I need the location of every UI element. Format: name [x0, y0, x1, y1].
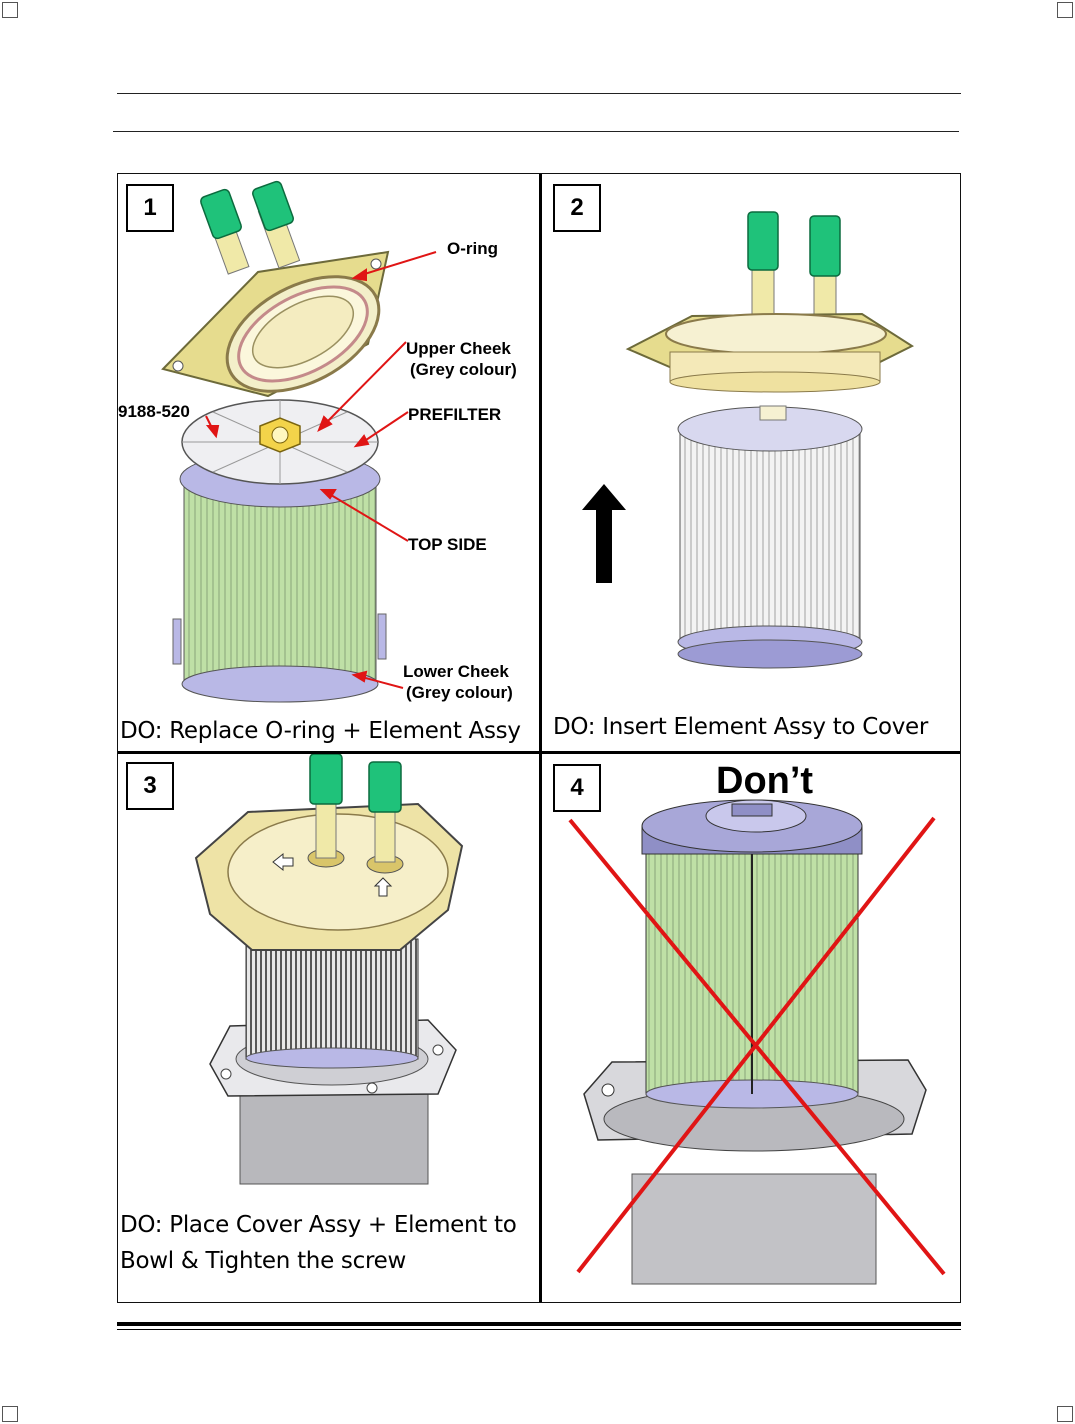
grid-divider-vertical — [539, 174, 542, 1302]
element-assembly — [677, 405, 863, 669]
label-lower-cheek-line2: (Grey colour) — [406, 683, 513, 702]
step-4-illustration — [568, 799, 946, 1285]
crop-mark-bottom-left — [2, 1406, 18, 1422]
step-number-4: 4 — [553, 764, 601, 812]
label-prefilter: PREFILTER — [408, 405, 502, 424]
footer-rule-thin — [117, 1329, 961, 1330]
element-assembly-inverted — [641, 799, 863, 1109]
panel-step-1: 1 O-ring Upper Cheek (Grey colour) 9188-… — [118, 174, 539, 751]
label-part-number: 9188-520 — [118, 402, 190, 421]
crop-mark-top-left — [2, 2, 18, 18]
cover-assembly — [194, 754, 464, 951]
label-upper-cheek-line1: Upper Cheek — [406, 339, 511, 358]
element-assembly — [245, 938, 419, 1069]
step-3-caption-line2: Bowl & Tighten the screw — [120, 1248, 406, 1274]
label-upper-cheek-line2: (Grey colour) — [410, 360, 517, 379]
header-rule-bottom — [113, 131, 959, 132]
step-2-illustration — [582, 211, 915, 669]
step-3-caption-line1: DO: Place Cover Assy + Element to — [120, 1212, 517, 1238]
label-lower-cheek-line1: Lower Cheek — [403, 662, 509, 681]
step-1-illustration — [161, 180, 437, 703]
step-1-caption: DO: Replace O-ring + Element Assy — [120, 718, 521, 744]
step-number-2: 2 — [553, 184, 601, 232]
footer-rule-thick — [117, 1322, 961, 1326]
grid-divider-horizontal — [118, 751, 960, 754]
step-number-1: 1 — [126, 184, 174, 232]
header-rule-top — [117, 93, 961, 94]
step-2-caption: DO: Insert Element Assy to Cover — [553, 714, 929, 740]
crop-mark-top-right — [1057, 2, 1073, 18]
panel-step-3: 3 DO: Place Cover Assy + Element to Bowl… — [118, 754, 539, 1302]
dont-title: Don’t — [716, 760, 814, 802]
leader-lines — [205, 251, 437, 689]
crop-mark-bottom-right — [1057, 1406, 1073, 1422]
panel-step-4: 4 Don’t — [542, 754, 960, 1302]
cover-assembly — [625, 211, 915, 393]
step-number-3: 3 — [126, 762, 174, 810]
element-assembly — [172, 399, 387, 703]
up-arrow-icon — [582, 484, 626, 583]
instruction-grid: 1 O-ring Upper Cheek (Grey colour) 9188-… — [117, 173, 961, 1303]
label-top-side: TOP SIDE — [408, 535, 487, 554]
panel-step-2: 2 DO: Insert Element Assy to Cover — [542, 174, 960, 751]
cover-assembly — [161, 180, 390, 398]
prohibition-cross — [568, 816, 946, 1276]
step-3-illustration — [194, 754, 464, 1185]
label-o-ring: O-ring — [447, 239, 498, 258]
